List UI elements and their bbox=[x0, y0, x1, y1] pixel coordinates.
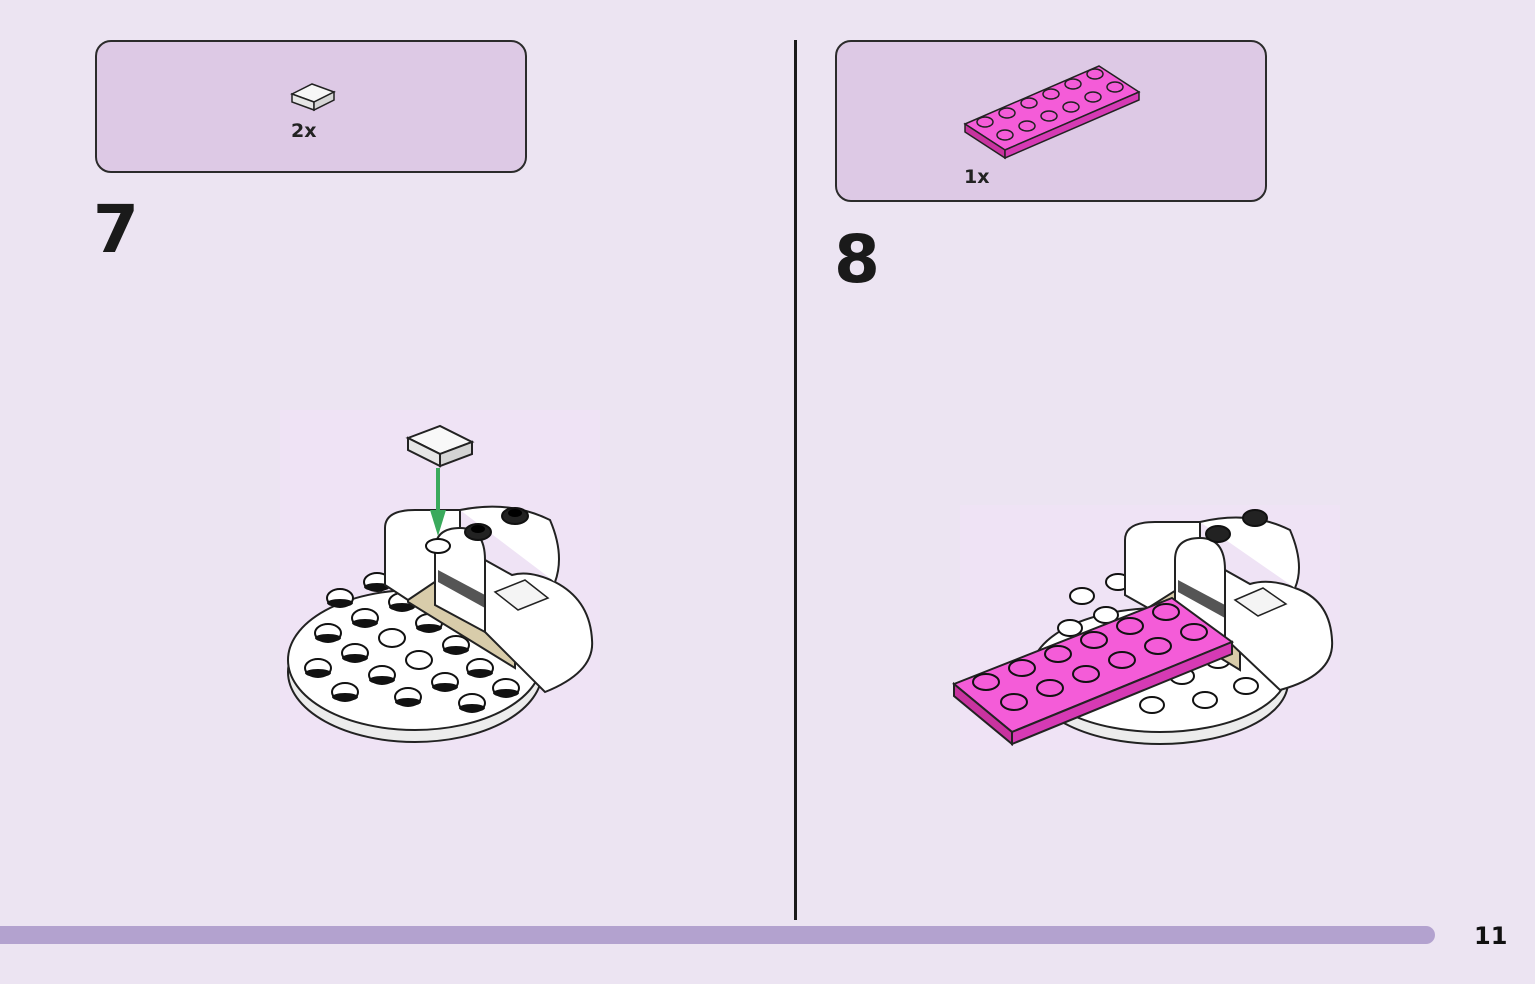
page-divider bbox=[794, 40, 797, 920]
green-arrow-icon bbox=[430, 468, 446, 536]
part-quantity: 2x bbox=[291, 120, 317, 142]
step-number-8: 8 bbox=[834, 221, 880, 298]
step-7-assembly-illustration bbox=[280, 410, 600, 750]
white-tile-1x1-icon bbox=[290, 83, 336, 112]
parts-box-step-7: 2x bbox=[95, 40, 527, 173]
step-number-7: 7 bbox=[93, 191, 139, 268]
stud-grid bbox=[304, 572, 520, 713]
progress-bar bbox=[0, 926, 1435, 944]
part-quantity: 1x bbox=[964, 166, 990, 188]
page-number: 11 bbox=[1474, 922, 1508, 950]
step-8-assembly-illustration bbox=[952, 505, 1340, 750]
white-tile-1x1-icon bbox=[405, 424, 475, 468]
pink-plate-2x6-icon bbox=[963, 65, 1141, 160]
pink-plate-2x6-icon bbox=[952, 596, 1235, 747]
parts-box-step-8: 1x bbox=[835, 40, 1267, 202]
